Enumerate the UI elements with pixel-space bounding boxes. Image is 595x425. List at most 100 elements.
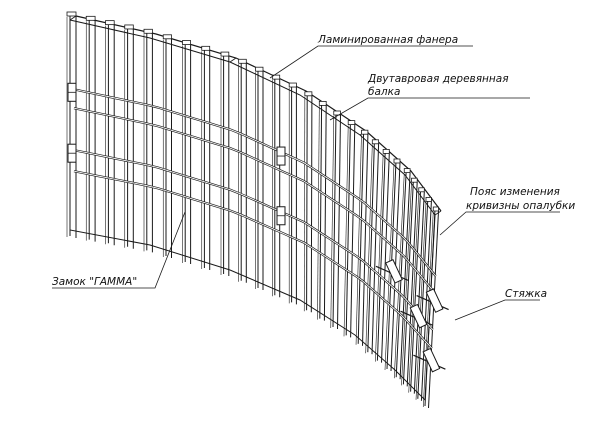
timber-beam (355, 129, 369, 346)
beam-cap (361, 129, 369, 135)
plywood-top-edge (75, 15, 442, 212)
belt-profile-inner (73, 107, 436, 293)
beam-cap (182, 40, 192, 45)
timber-beam (288, 82, 297, 305)
beam-cap (271, 74, 281, 80)
gamma-lock (276, 146, 286, 166)
beam-flange (406, 182, 418, 387)
belt-profile-inner (73, 170, 433, 349)
timber-beam (330, 110, 341, 330)
timber-beam (124, 24, 134, 249)
beam-flange-back (330, 115, 335, 329)
beam-cap (66, 11, 77, 17)
beam-flange (362, 134, 369, 346)
tie-rod (400, 303, 433, 329)
tie-rods (375, 259, 449, 373)
beam-flange (337, 114, 341, 330)
timber-beam (162, 34, 172, 258)
timber-beam (343, 120, 356, 338)
timber-beam (422, 206, 439, 409)
beam-flange (310, 95, 313, 313)
beam-cap (418, 187, 425, 193)
leader-line (269, 45, 473, 79)
beam-flange-back (375, 154, 384, 362)
beam-cap (411, 177, 418, 183)
timber-beams (66, 11, 439, 409)
beam-web (410, 189, 422, 392)
beam-web (402, 180, 414, 385)
beam-cap (371, 139, 379, 145)
tie-plate (385, 259, 403, 284)
label-curvature-belt-line2: кривизны опалубки (466, 200, 576, 212)
beam-cap (201, 45, 211, 51)
belt-profile-inner (73, 88, 437, 277)
beam-flange (420, 201, 432, 401)
tie-rod (416, 288, 449, 313)
beam-cap (304, 91, 313, 97)
timber-beam (105, 20, 115, 246)
leader-line (439, 211, 560, 236)
beam-flange (413, 191, 425, 394)
timber-beam (143, 28, 153, 253)
plywood-edge-tick (69, 15, 77, 21)
timber-beam (415, 196, 432, 401)
beam-cap (220, 51, 230, 57)
curvature-belts (73, 88, 437, 349)
beam-flange-back (355, 135, 362, 345)
beam-flange-back (303, 96, 306, 312)
timber-beam (365, 139, 380, 355)
label-curvature-belt-line1: Пояс изменения (470, 186, 560, 198)
beam-web (319, 103, 323, 319)
beam-flange-back (415, 202, 427, 400)
beam-flange-back (317, 106, 320, 320)
leader-line (454, 299, 540, 321)
label-timber-beam-line2: балка (368, 86, 401, 98)
beam-cap (432, 206, 439, 212)
beam-cap (105, 20, 115, 26)
timber-beam (66, 11, 77, 238)
beam-cap (288, 82, 297, 88)
leader-lines (52, 45, 560, 321)
beam-flange (323, 105, 327, 321)
beam-flange-back (365, 144, 373, 354)
gamma-lock (276, 206, 286, 226)
beam-flange-back (408, 192, 420, 393)
beam-cap (162, 34, 172, 40)
gamma-locks (67, 82, 286, 226)
leader-line (329, 97, 530, 121)
beam-cap (333, 110, 341, 116)
beam-web (357, 132, 365, 344)
beam-cap (238, 58, 247, 64)
label-gamma-lock: Замок "ГАММА" (52, 276, 138, 288)
beam-cap (143, 28, 153, 34)
timber-beam (85, 15, 96, 242)
beam-cap (347, 120, 356, 125)
tie-plate (409, 303, 428, 329)
beam-flange (399, 172, 411, 380)
beam-web (306, 93, 308, 311)
beam-cap (393, 158, 401, 164)
label-tie-rod: Стяжка (505, 288, 547, 300)
beam-web (417, 199, 429, 399)
timber-beam (220, 51, 230, 276)
beam-web (376, 151, 386, 361)
gamma-lock (67, 82, 77, 102)
label-laminated-plywood: Ламинированная фанера (318, 34, 459, 46)
beam-cap (85, 15, 96, 21)
timber-beam (255, 66, 264, 290)
beam-flange-back (422, 211, 434, 408)
beam-web (424, 208, 436, 407)
tie-rod (375, 259, 409, 284)
label-timber-beam-line1: Двутавровая деревянная (368, 73, 509, 85)
beam-cap (425, 196, 432, 202)
tie-plate (422, 347, 441, 373)
timber-beam (408, 187, 425, 394)
timber-beam (317, 101, 327, 321)
beam-flange-back (343, 125, 349, 337)
beam-flange-back (401, 183, 412, 386)
gamma-lock (67, 143, 77, 163)
beam-cap (318, 101, 327, 106)
beam-web (332, 112, 337, 328)
